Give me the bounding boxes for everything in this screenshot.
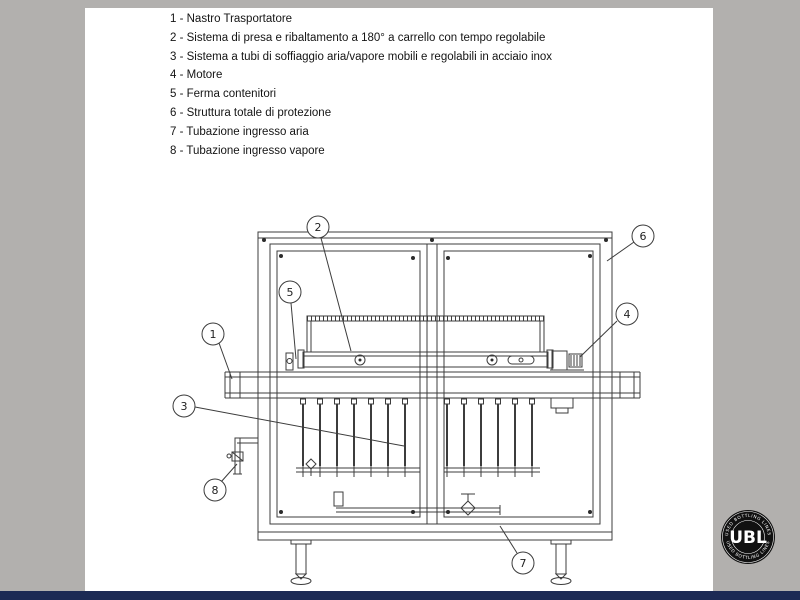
callout-2: 2 [306, 215, 352, 352]
legend-item-5: 5 - Ferma contenitori [170, 88, 277, 101]
left-gray-bar [0, 8, 85, 591]
steam-inlet-pipe [226, 437, 258, 475]
bolt-dots [262, 238, 608, 514]
motor [550, 350, 584, 414]
svg-text:5: 5 [287, 286, 294, 299]
container-stop [285, 352, 294, 371]
legend-item-2: 2 - Sistema di presa e ribaltamento a 18… [170, 31, 546, 44]
legend-item-6: 6 - Struttura totale di protezione [170, 106, 332, 119]
top-gray-bar [0, 0, 800, 8]
callout-3: 3 [172, 394, 405, 447]
bottom-navy-bar [0, 591, 800, 600]
svg-text:1: 1 [210, 328, 217, 341]
callout-1: 1 [201, 322, 233, 380]
svg-text:8: 8 [212, 484, 219, 497]
legs [290, 539, 572, 585]
callout-4: 4 [579, 302, 639, 358]
callout-6: 6 [606, 224, 655, 262]
svg-text:3: 3 [181, 400, 188, 413]
right-gray-bar [713, 8, 800, 591]
legend-item-7: 7 - Tubazione ingresso aria [170, 125, 309, 138]
callout-5: 5 [278, 280, 302, 360]
svg-text:6: 6 [640, 230, 647, 243]
legend: 1 - Nastro Trasportatore 2 - Sistema di … [170, 10, 552, 160]
svg-text:4: 4 [624, 308, 631, 321]
ubl-logo: UBL USED BOTTLING LINES USED BOTTLING LI… [721, 510, 775, 564]
svg-text:2: 2 [315, 221, 322, 234]
conveyor [224, 371, 641, 399]
legend-item-8: 8 - Tubazione ingresso vapore [170, 144, 325, 157]
air-inlet-piping [305, 458, 501, 516]
callout-7: 7 [499, 525, 535, 575]
legend-item-4: 4 - Motore [170, 69, 223, 82]
svg-text:7: 7 [520, 557, 527, 570]
callout-8: 8 [203, 463, 238, 502]
tilting-system [297, 315, 554, 369]
legend-item-1: 1 - Nastro Trasportatore [170, 13, 293, 25]
legend-item-3: 3 - Sistema a tubi di soffiaggio aria/va… [170, 50, 553, 63]
blowing-tubes [296, 398, 540, 477]
protection-structure [257, 231, 613, 541]
logo-monogram: UBL [729, 528, 767, 548]
